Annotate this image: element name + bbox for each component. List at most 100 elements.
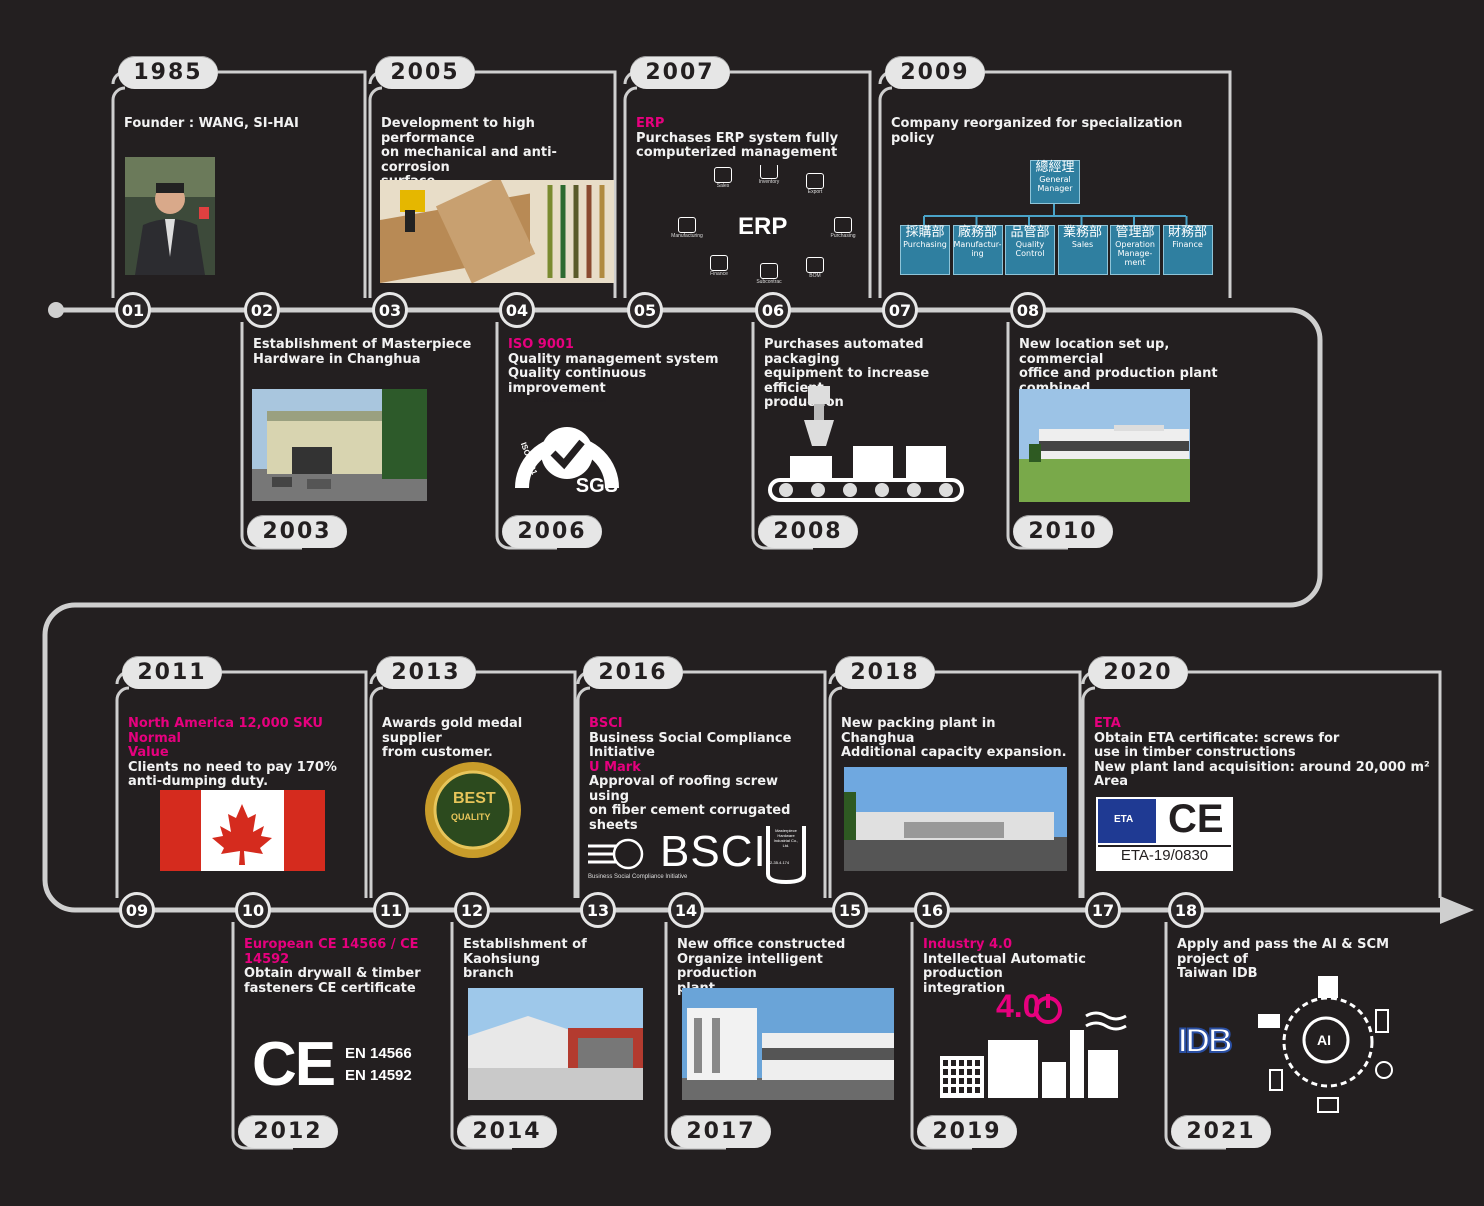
step-badge-07: 07 bbox=[882, 292, 918, 328]
org-dept-en: Operation Manage- ment bbox=[1115, 240, 1155, 267]
entry-text-18: Apply and pass the AI & SCM project of T… bbox=[1177, 937, 1431, 982]
new-office-photo bbox=[682, 988, 894, 1100]
en-14592: EN 14592 bbox=[345, 1067, 412, 1084]
entry-highlight-05: ERP bbox=[636, 116, 665, 131]
entry-body-02: Establishment of Masterpiece Hardware in… bbox=[253, 337, 472, 367]
entry-highlight-17: ETA bbox=[1094, 716, 1121, 731]
ai-label: AI bbox=[1317, 1032, 1331, 1048]
erp-module-glyph-icon bbox=[714, 167, 732, 183]
entry-frame-13 bbox=[576, 686, 591, 898]
entry-body2-13: Approval of roofing screw using on fiber… bbox=[589, 774, 791, 833]
entry-body-17: Obtain ETA certificate: screws for use i… bbox=[1094, 730, 1430, 789]
entry-frame-03 bbox=[368, 86, 383, 298]
erp-module-glyph-icon bbox=[806, 173, 824, 189]
eu-flag-icon: ETA bbox=[1098, 799, 1156, 843]
sgs-text: SGS bbox=[575, 475, 618, 497]
entry-frame-05 bbox=[623, 86, 638, 298]
entry-frame-12 bbox=[450, 922, 512, 1150]
entry-text-08: New location set up, commercial office a… bbox=[1019, 337, 1241, 396]
erp-module-glyph-icon bbox=[710, 255, 728, 271]
erp-module-label: Subcontrac bbox=[756, 279, 782, 285]
entry-highlight-09: North America 12,000 SKU Normal Value bbox=[128, 716, 323, 760]
factory-photo bbox=[252, 389, 427, 501]
erp-module-label: Inventory bbox=[758, 179, 780, 185]
erp-module-glyph-icon bbox=[678, 217, 696, 233]
canada-flag bbox=[160, 790, 325, 871]
step-badge-01: 01 bbox=[115, 292, 151, 328]
erp-module-icon: Manufacturing bbox=[670, 217, 704, 239]
year-pill-01: 1985 bbox=[118, 56, 218, 89]
entry-body-07: Company reorganized for specialization p… bbox=[891, 116, 1183, 146]
erp-module-icon: Purchasing bbox=[826, 217, 860, 239]
erp-module-label: Purchasing bbox=[830, 233, 856, 239]
entry-body-08: New location set up, commercial office a… bbox=[1019, 337, 1218, 396]
timeline-arrowhead bbox=[1440, 896, 1474, 924]
step-badge-18: 18 bbox=[1168, 892, 1204, 928]
step-badge-10: 10 bbox=[235, 892, 271, 928]
year-pill-07: 2009 bbox=[885, 56, 985, 89]
year-pill-08: 2010 bbox=[1013, 515, 1113, 548]
entry-body-14: New office constructed Organize intellig… bbox=[677, 937, 846, 995]
entry-body-09: Clients no need to pay 170% anti-dumping… bbox=[128, 759, 337, 789]
step-badge-09: 09 bbox=[119, 892, 155, 928]
entry-frame-16 bbox=[910, 922, 972, 1150]
org-connector bbox=[924, 204, 1186, 217]
entry-highlight-04: ISO 9001 bbox=[508, 337, 574, 352]
entry-body-16: Intellectual Automatic production integr… bbox=[923, 951, 1086, 996]
erp-module-icon: Finance bbox=[702, 255, 736, 277]
erp-module-label: Export bbox=[807, 189, 823, 195]
entry-frame-18 bbox=[1164, 922, 1226, 1150]
step-badge-16: 16 bbox=[914, 892, 950, 928]
entry-text-11: Awards gold medal supplier from customer… bbox=[382, 716, 566, 761]
entry-frame-06 bbox=[751, 322, 813, 550]
entry-body-11: Awards gold medal supplier from customer… bbox=[382, 716, 523, 760]
year-pill-11: 2013 bbox=[376, 656, 476, 689]
step-badge-02: 02 bbox=[244, 292, 280, 328]
entry-highlight-10: European CE 14566 / CE 14592 bbox=[244, 937, 419, 967]
org-dept-en: Finance bbox=[1172, 240, 1203, 249]
step-badge-06: 06 bbox=[755, 292, 791, 328]
umark-company: Masterpiece Hardware Industrial Co., Ltd… bbox=[773, 828, 799, 848]
entry-frame-08 bbox=[1006, 322, 1068, 550]
erp-module-label: Finance bbox=[710, 271, 728, 277]
org-dept-zh: 採購部 bbox=[905, 225, 945, 240]
org-dept-zh: 業務部 bbox=[1062, 225, 1102, 240]
industry-icon: 4.0 bbox=[936, 990, 1151, 1102]
entry-body-05: Purchases ERP system fully computerized … bbox=[636, 130, 839, 160]
umark-code: 2-35.4.174 bbox=[770, 860, 790, 865]
conveyor-icon bbox=[768, 386, 964, 502]
step-badge-14: 14 bbox=[668, 892, 704, 928]
step-badge-13: 13 bbox=[580, 892, 616, 928]
year-pill-04: 2006 bbox=[502, 515, 602, 548]
kaohsiung-photo bbox=[468, 988, 643, 1100]
step-badge-04: 04 bbox=[499, 292, 535, 328]
org-dept-en: Sales bbox=[1071, 240, 1094, 249]
erp-module-glyph-icon bbox=[834, 217, 852, 233]
entry-body-18: Apply and pass the AI & SCM project of T… bbox=[1177, 937, 1390, 981]
en-14566: EN 14566 bbox=[345, 1045, 412, 1062]
year-pill-05: 2007 bbox=[630, 56, 730, 89]
org-dept-zh: 管理部 bbox=[1115, 225, 1155, 240]
entry-frame-02 bbox=[240, 322, 302, 550]
year-pill-14: 2017 bbox=[671, 1115, 771, 1148]
erp-module-icon: Inventory bbox=[752, 165, 786, 185]
org-dept-en: Purchasing bbox=[903, 240, 947, 249]
year-pill-03: 2005 bbox=[375, 56, 475, 89]
timeline-start-dot bbox=[48, 302, 64, 318]
year-pill-13: 2016 bbox=[583, 656, 683, 689]
year-pill-12: 2014 bbox=[457, 1115, 557, 1148]
office-photo bbox=[1019, 389, 1190, 502]
